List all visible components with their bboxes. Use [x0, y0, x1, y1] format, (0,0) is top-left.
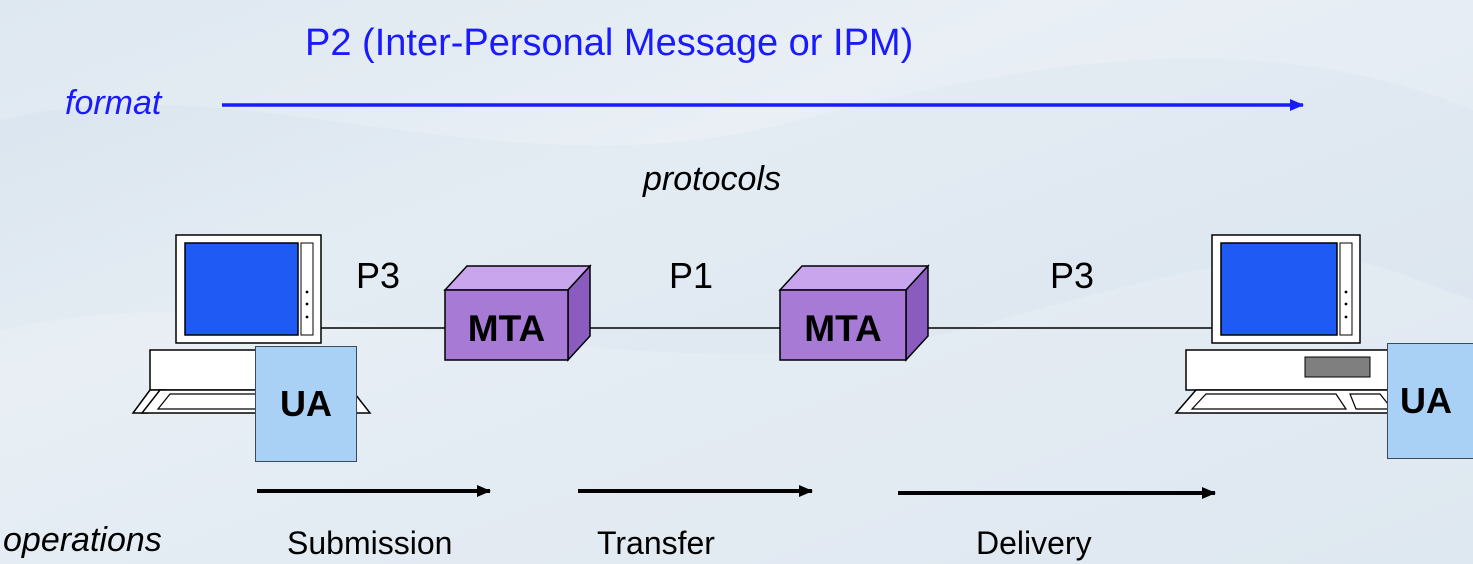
format-label: format: [65, 84, 162, 122]
mta-left-label: MTA: [467, 308, 546, 349]
delivery-label: Delivery: [976, 525, 1092, 561]
right-computer-icon: [1174, 234, 1422, 414]
mta-left-cube: [443, 264, 592, 362]
submission-label: Submission: [287, 525, 453, 561]
operations-label: operations: [3, 521, 162, 559]
ua-left-box: UA: [255, 346, 357, 462]
protocol-label-p1: P1: [669, 255, 714, 296]
protocols-label: protocols: [643, 160, 781, 198]
mta-right-label: MTA: [804, 308, 882, 349]
transfer-label: Transfer: [597, 525, 715, 561]
ua-left-label: UA: [280, 383, 332, 424]
ua-right-box: UA: [1387, 343, 1473, 459]
protocol-label-p3-left: P3: [356, 255, 401, 296]
diagram-title: P2 (Inter-Personal Message or IPM): [305, 22, 914, 64]
mta-right-cube: [778, 264, 930, 362]
ua-right-label: UA: [1400, 380, 1452, 421]
protocol-label-p3-right: P3: [1050, 255, 1095, 296]
